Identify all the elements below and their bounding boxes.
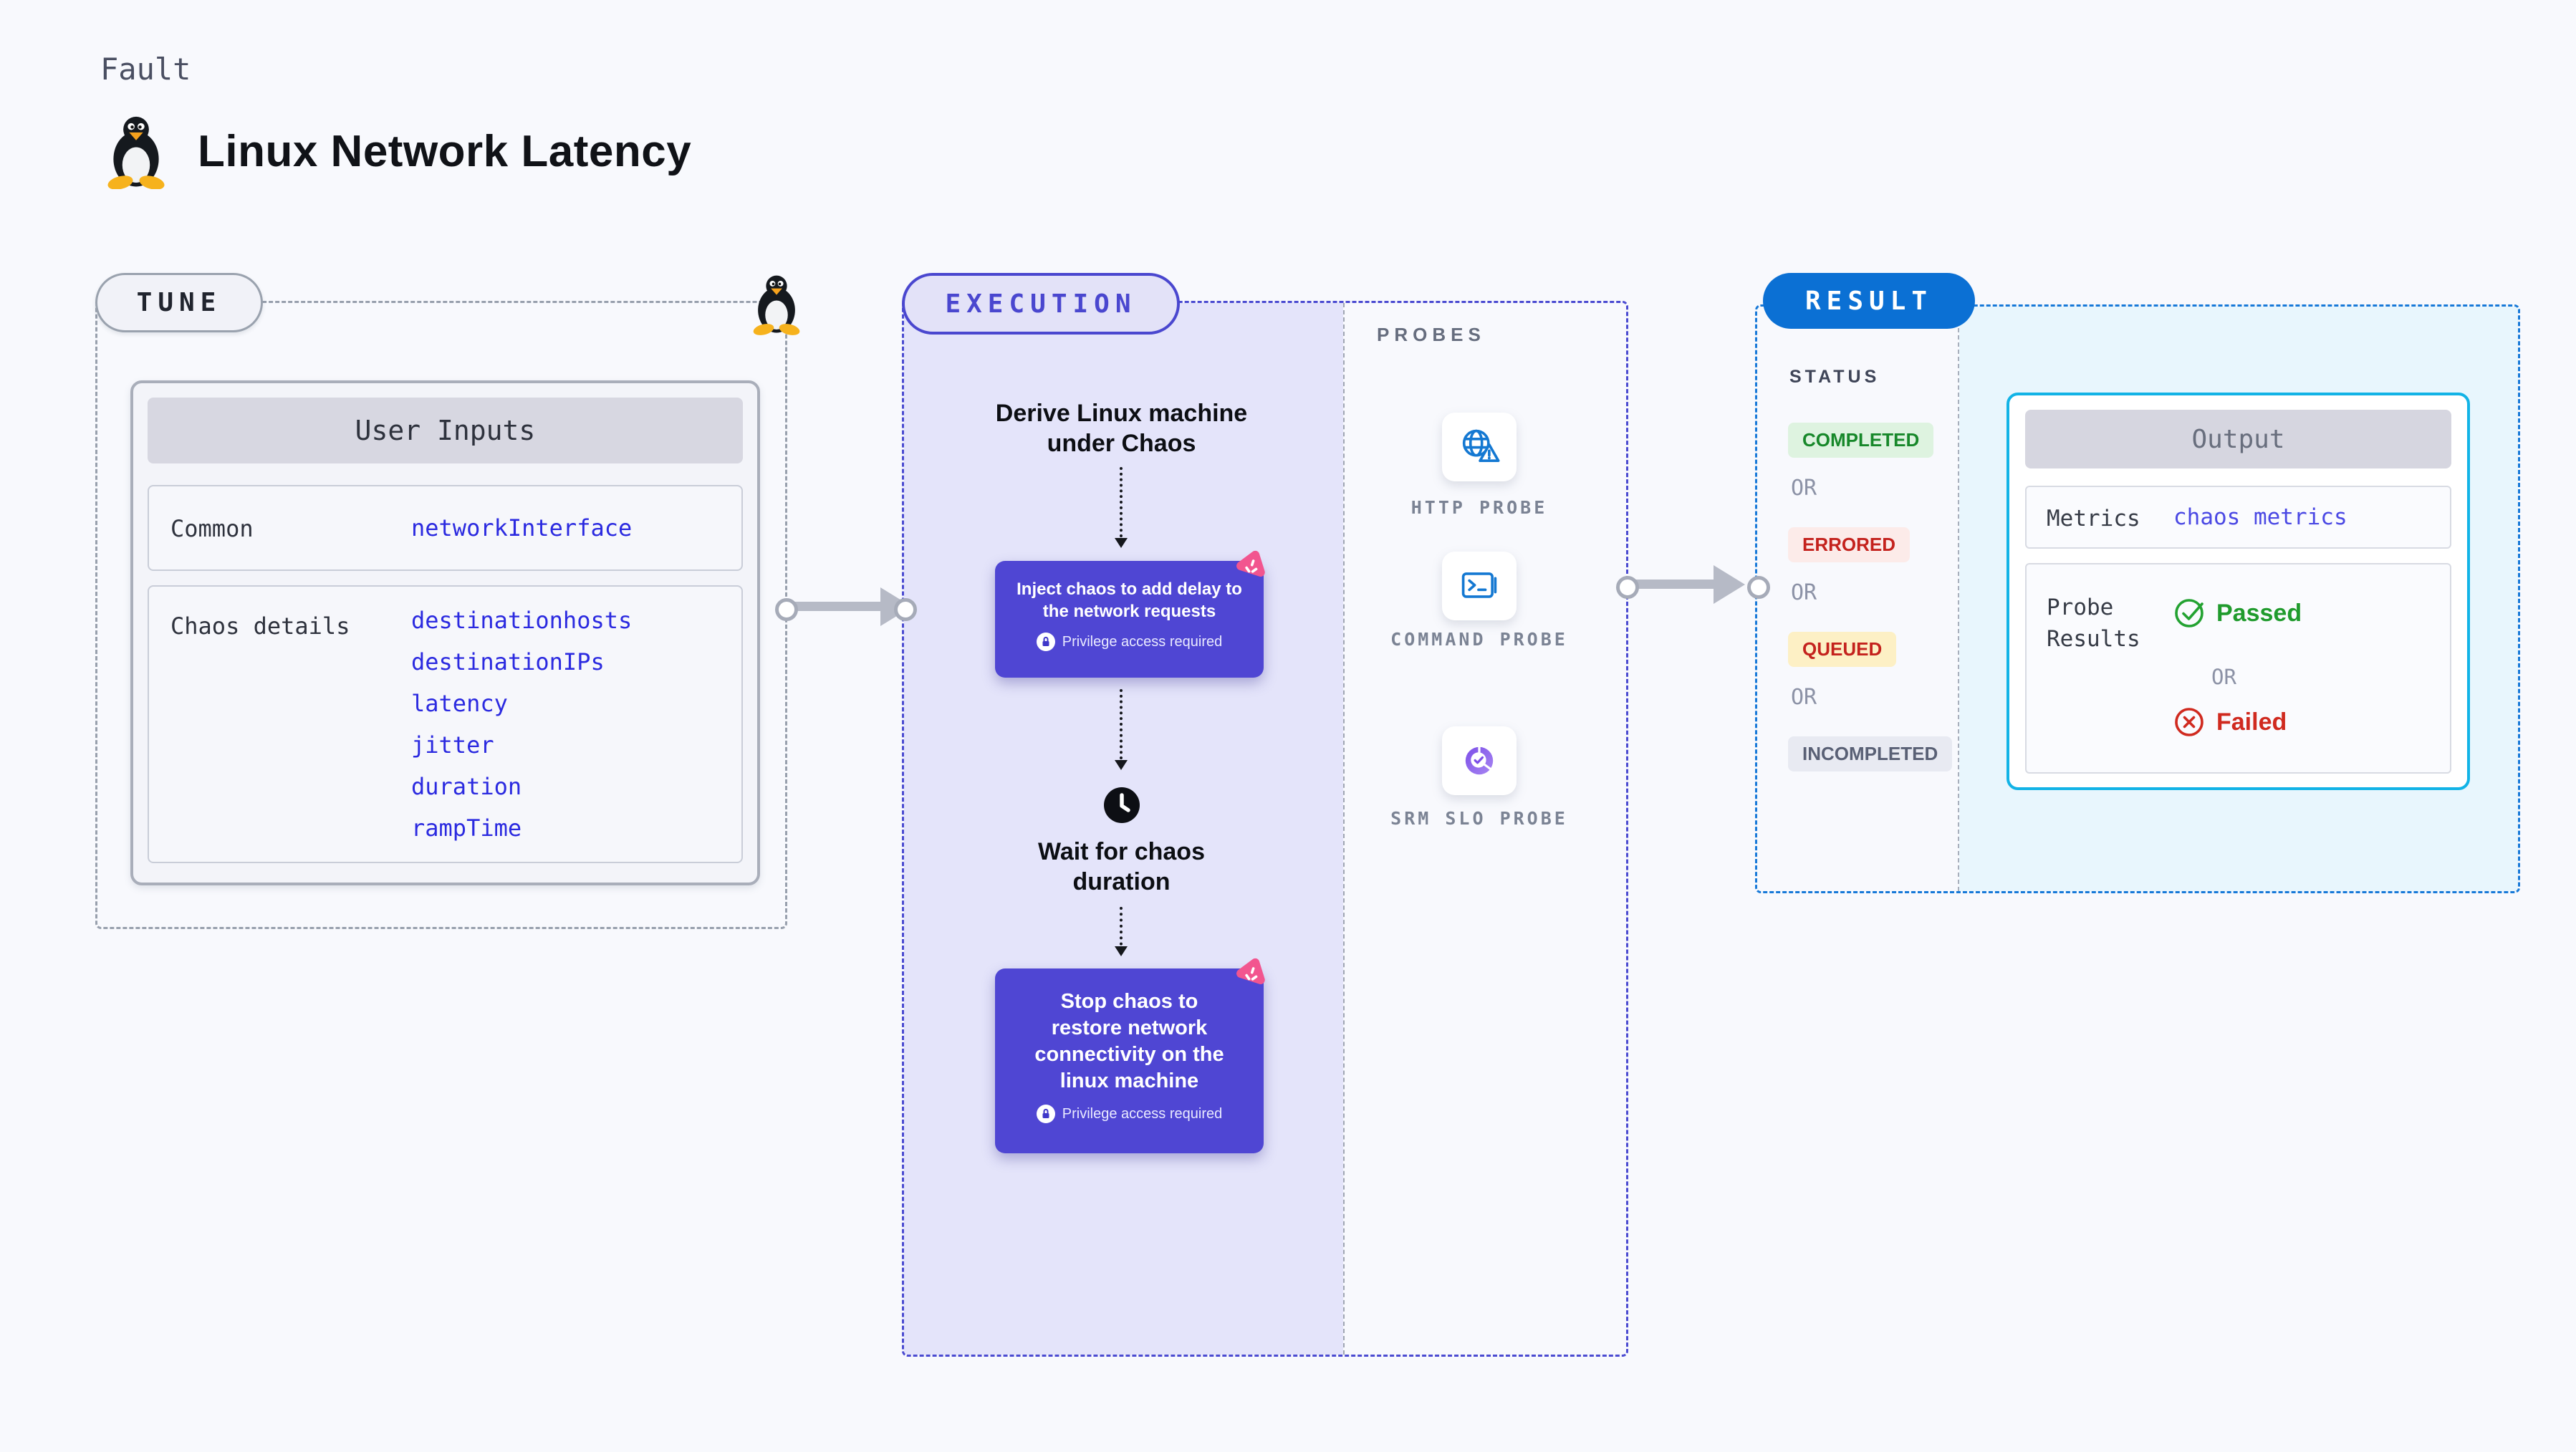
connector-ring — [894, 598, 917, 621]
command-probe-card — [1442, 552, 1517, 620]
stop-chaos-card: Stop chaos to restore network connectivi… — [995, 968, 1264, 1153]
derive-step-label: Derive Linux machine under Chaos — [995, 400, 1248, 457]
arrowhead-icon — [1714, 565, 1745, 604]
tux-linux-icon — [107, 116, 165, 189]
connector-line — [1624, 580, 1714, 589]
execution-flow-panel — [904, 303, 1343, 1355]
table-row-chaos-details: Chaos details destinationhosts destinati… — [148, 585, 743, 863]
input-value: destinationhosts — [411, 607, 633, 634]
input-value: destinationIPs — [411, 648, 605, 675]
user-inputs-table: User Inputs Common networkInterface Chao… — [130, 380, 760, 885]
or-separator: OR — [1791, 580, 1817, 605]
x-circle-icon — [2175, 708, 2203, 736]
user-inputs-header: User Inputs — [148, 398, 743, 463]
row-label: Chaos details — [170, 612, 350, 640]
clock-icon — [1104, 787, 1140, 823]
probe-results-label: Probe Results — [2047, 595, 2140, 652]
globe-warning-icon — [1462, 429, 1500, 463]
privilege-badge: Privilege access required — [995, 633, 1264, 651]
probes-heading: PROBES — [1377, 324, 1486, 345]
status-badge-queued: QUEUED — [1788, 632, 1897, 667]
probe-label: SRM SLO PROBE — [1390, 808, 1568, 829]
or-separator: OR — [2211, 665, 2236, 689]
status-heading: STATUS — [1789, 367, 1880, 387]
input-value: jitter — [411, 731, 494, 759]
result-pill: RESULT — [1763, 273, 1975, 329]
lock-icon — [1036, 633, 1055, 651]
connector-line — [783, 602, 880, 611]
fault-kicker: Fault — [100, 52, 191, 87]
connector-ring — [1616, 576, 1639, 599]
execution-pill: EXECUTION — [902, 273, 1180, 335]
status-badge-errored: ERRORED — [1788, 527, 1911, 562]
slo-donut-icon — [1465, 746, 1494, 775]
privilege-badge: Privilege access required — [995, 1105, 1264, 1123]
input-value: duration — [411, 773, 522, 800]
terminal-icon — [1461, 572, 1497, 598]
row-label: Common — [170, 515, 254, 542]
failed-indicator: Failed — [2173, 706, 2287, 738]
check-circle-icon — [2175, 599, 2203, 628]
connector-ring — [775, 598, 798, 621]
wait-step-label: Wait for chaos duration — [1038, 838, 1205, 895]
status-column — [1757, 307, 1959, 891]
srm-slo-probe-card — [1442, 726, 1517, 795]
table-row-common: Common networkInterface — [148, 485, 743, 571]
or-separator: OR — [1791, 476, 1817, 501]
chaos-logo-icon — [1236, 550, 1265, 577]
metrics-value: chaos metrics — [2173, 504, 2347, 530]
passed-indicator: Passed — [2173, 597, 2302, 629]
probe-results-row: Probe Results Passed OR Failed — [2025, 563, 2451, 774]
probe-label: COMMAND PROBE — [1390, 629, 1568, 650]
input-value: rampTime — [411, 814, 522, 842]
input-value: networkInterface — [411, 514, 633, 542]
page-title: Linux Network Latency — [198, 127, 692, 176]
status-badge-completed: COMPLETED — [1788, 423, 1934, 458]
flow-arrow-down-icon — [1115, 907, 1128, 956]
connector-ring — [1747, 576, 1770, 599]
tux-small-icon — [753, 275, 800, 335]
tune-pill: TUNE — [95, 273, 263, 332]
output-card: Output Metrics chaos metrics Probe Resul… — [2007, 393, 2470, 790]
flow-arrow-down-icon — [1115, 467, 1128, 548]
flow-arrow-down-icon — [1115, 689, 1128, 770]
metrics-label: Metrics — [2047, 506, 2140, 532]
metrics-row: Metrics chaos metrics — [2025, 486, 2451, 549]
input-value: latency — [411, 690, 508, 717]
status-badge-incompleted: INCOMPLETED — [1788, 736, 1953, 771]
or-separator: OR — [1791, 685, 1817, 710]
probe-label: HTTP PROBE — [1410, 497, 1548, 518]
output-header: Output — [2025, 410, 2451, 468]
http-probe-card — [1442, 413, 1517, 481]
lock-icon — [1036, 1105, 1055, 1123]
chaos-logo-icon — [1236, 958, 1265, 984]
inject-chaos-card: Inject chaos to add delay to the network… — [995, 561, 1264, 678]
